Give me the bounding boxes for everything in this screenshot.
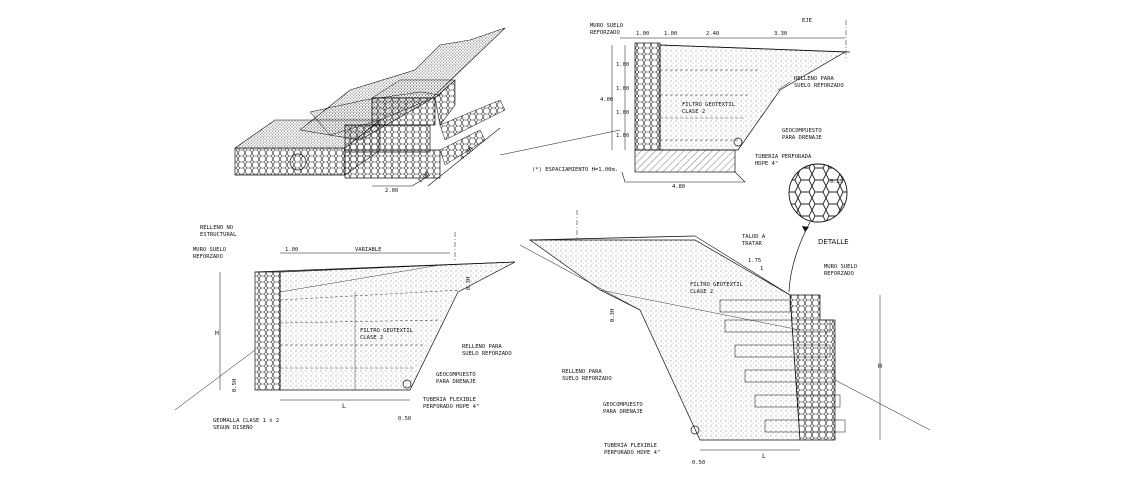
bl-dim-top: 1.00 bbox=[285, 247, 298, 253]
br-slope-unit: 1 bbox=[760, 266, 763, 272]
br-tuberia-label-2: PERFORADO HDPE 4" bbox=[604, 450, 660, 456]
detail-dim: 0.25 bbox=[830, 179, 843, 185]
tr-dim-v1: 1.00 bbox=[616, 62, 629, 68]
bl-dim-offset: 0.50 bbox=[398, 416, 411, 422]
bl-dim-h: H bbox=[215, 329, 219, 337]
tr-dim-top-b: 1.00 bbox=[664, 31, 677, 37]
tr-relleno-label-1: RELLENO PARA bbox=[794, 76, 834, 82]
bl-muro-label-2: REFORZADO bbox=[193, 254, 223, 260]
tr-dim-v4: 1.00 bbox=[616, 133, 629, 139]
br-dim-l: L bbox=[762, 452, 766, 460]
tr-muro-label-1: MURO SUELO bbox=[590, 23, 623, 29]
br-geocompuesto-label-2: PARA DRENAJE bbox=[603, 409, 643, 415]
br-dim-offset: 0.50 bbox=[692, 460, 705, 466]
tr-dim-top-a: 1.00 bbox=[636, 31, 649, 37]
bl-relleno-no-label-2: ESTRUCTURAL bbox=[200, 232, 237, 238]
bl-relleno-no-label-1: RELLENO NO bbox=[200, 225, 233, 231]
bl-relleno-label-1: RELLENO PARA bbox=[462, 344, 502, 350]
br-slope: 1.75 bbox=[748, 258, 761, 264]
bl-tuberia-label-2: PERFORADO HDPE 4" bbox=[423, 404, 479, 410]
tr-filtro-label-1: FILTRO GEOTEXTIL bbox=[682, 102, 736, 108]
tr-filtro-label-2: CLASE 2 bbox=[682, 109, 705, 115]
br-talud-label-2: TRATAR bbox=[742, 241, 763, 247]
bl-geocompuesto-label-2: PARA DRENAJE bbox=[436, 379, 476, 385]
br-talud-label-1: TALUD A bbox=[742, 234, 766, 240]
tr-dim-v2: 1.00 bbox=[616, 86, 629, 92]
tr-dim-v3: 1.00 bbox=[616, 110, 629, 116]
bl-dim-slope: 0.3H bbox=[466, 277, 472, 290]
br-dim-h: H bbox=[878, 362, 882, 370]
detail-title: DETALLE bbox=[818, 238, 849, 246]
tr-dim-bottom: 4.80 bbox=[672, 184, 685, 190]
bl-geocompuesto-label-1: GEOCOMPUESTO bbox=[436, 372, 476, 378]
section-bottom-right: TALUD A TRATAR 1.75 1 MURO SUELO REFORZA… bbox=[519, 210, 931, 466]
br-dim-side: 0.3H bbox=[610, 309, 616, 322]
section-bottom-left: RELLENO NO ESTRUCTURAL MURO SUELO REFORZ… bbox=[174, 225, 516, 431]
bl-geomalla-label-2: SEGUN DISEÑO bbox=[213, 424, 253, 431]
br-relleno-label-2: SUELO REFORZADO bbox=[562, 376, 612, 382]
tr-geocompuesto-label-1: GEOCOMPUESTO bbox=[782, 128, 822, 134]
br-geocompuesto-label-1: GEOCOMPUESTO bbox=[603, 402, 643, 408]
br-muro-label-2: REFORZADO bbox=[824, 271, 854, 277]
br-relleno-label-1: RELLENO PARA bbox=[562, 369, 602, 375]
br-filtro-label-2: CLASE 2 bbox=[690, 289, 713, 295]
tr-dim-total: 4.00 bbox=[600, 97, 613, 103]
detail-callout: 0.25 DETALLE bbox=[788, 163, 849, 293]
section-top-right: MURO SUELO REFORZADO 1.00 1.00 2.40 3.30… bbox=[499, 18, 851, 190]
bl-filtro-label-1: FILTRO GEOTEXTIL bbox=[360, 328, 414, 334]
br-filtro-label-1: FILTRO GEOTEXTIL bbox=[690, 282, 744, 288]
tr-tuberia-label-2: HDPE 4" bbox=[755, 161, 778, 167]
tr-tuberia-label-1: TUBERIA PERFORADA bbox=[755, 154, 812, 160]
bl-tuberia-label-1: TUBERIA FLEXIBLE bbox=[423, 397, 476, 403]
bl-filtro-label-2: CLASE 2 bbox=[360, 335, 383, 341]
iso-width-dim: 2.00 bbox=[385, 188, 398, 194]
bl-geomalla-label-1: GEOMALLA CLASE 1 ó 2 bbox=[213, 417, 279, 424]
tr-eje-label: EJE bbox=[802, 18, 812, 24]
tr-relleno-label-2: SUELO REFORZADO bbox=[794, 83, 844, 89]
tr-dim-top-d: 3.30 bbox=[774, 31, 787, 37]
tr-muro-label-2: REFORZADO bbox=[590, 30, 620, 36]
bl-relleno-label-2: SUELO REFORZADO bbox=[462, 351, 512, 357]
tr-espaciamiento-label: (*) ESPACIAMIENTO H=1.00m. bbox=[532, 167, 618, 173]
bl-muro-label-1: MURO SUELO bbox=[193, 247, 226, 253]
tr-dim-top-c: 2.40 bbox=[706, 31, 719, 37]
bl-dim-variable: VARIABLE bbox=[355, 247, 382, 253]
isometric-view: 2.00 1.00 4.00 bbox=[234, 27, 506, 194]
br-muro-label-1: MURO SUELO bbox=[824, 264, 857, 270]
br-tuberia-label-1: TUBERIA FLEXIBLE bbox=[604, 443, 657, 449]
bl-dim-l: L bbox=[342, 402, 346, 410]
bl-dim-base: 0.5H bbox=[232, 379, 238, 392]
tr-geocompuesto-label-2: PARA DRENAJE bbox=[782, 135, 822, 141]
